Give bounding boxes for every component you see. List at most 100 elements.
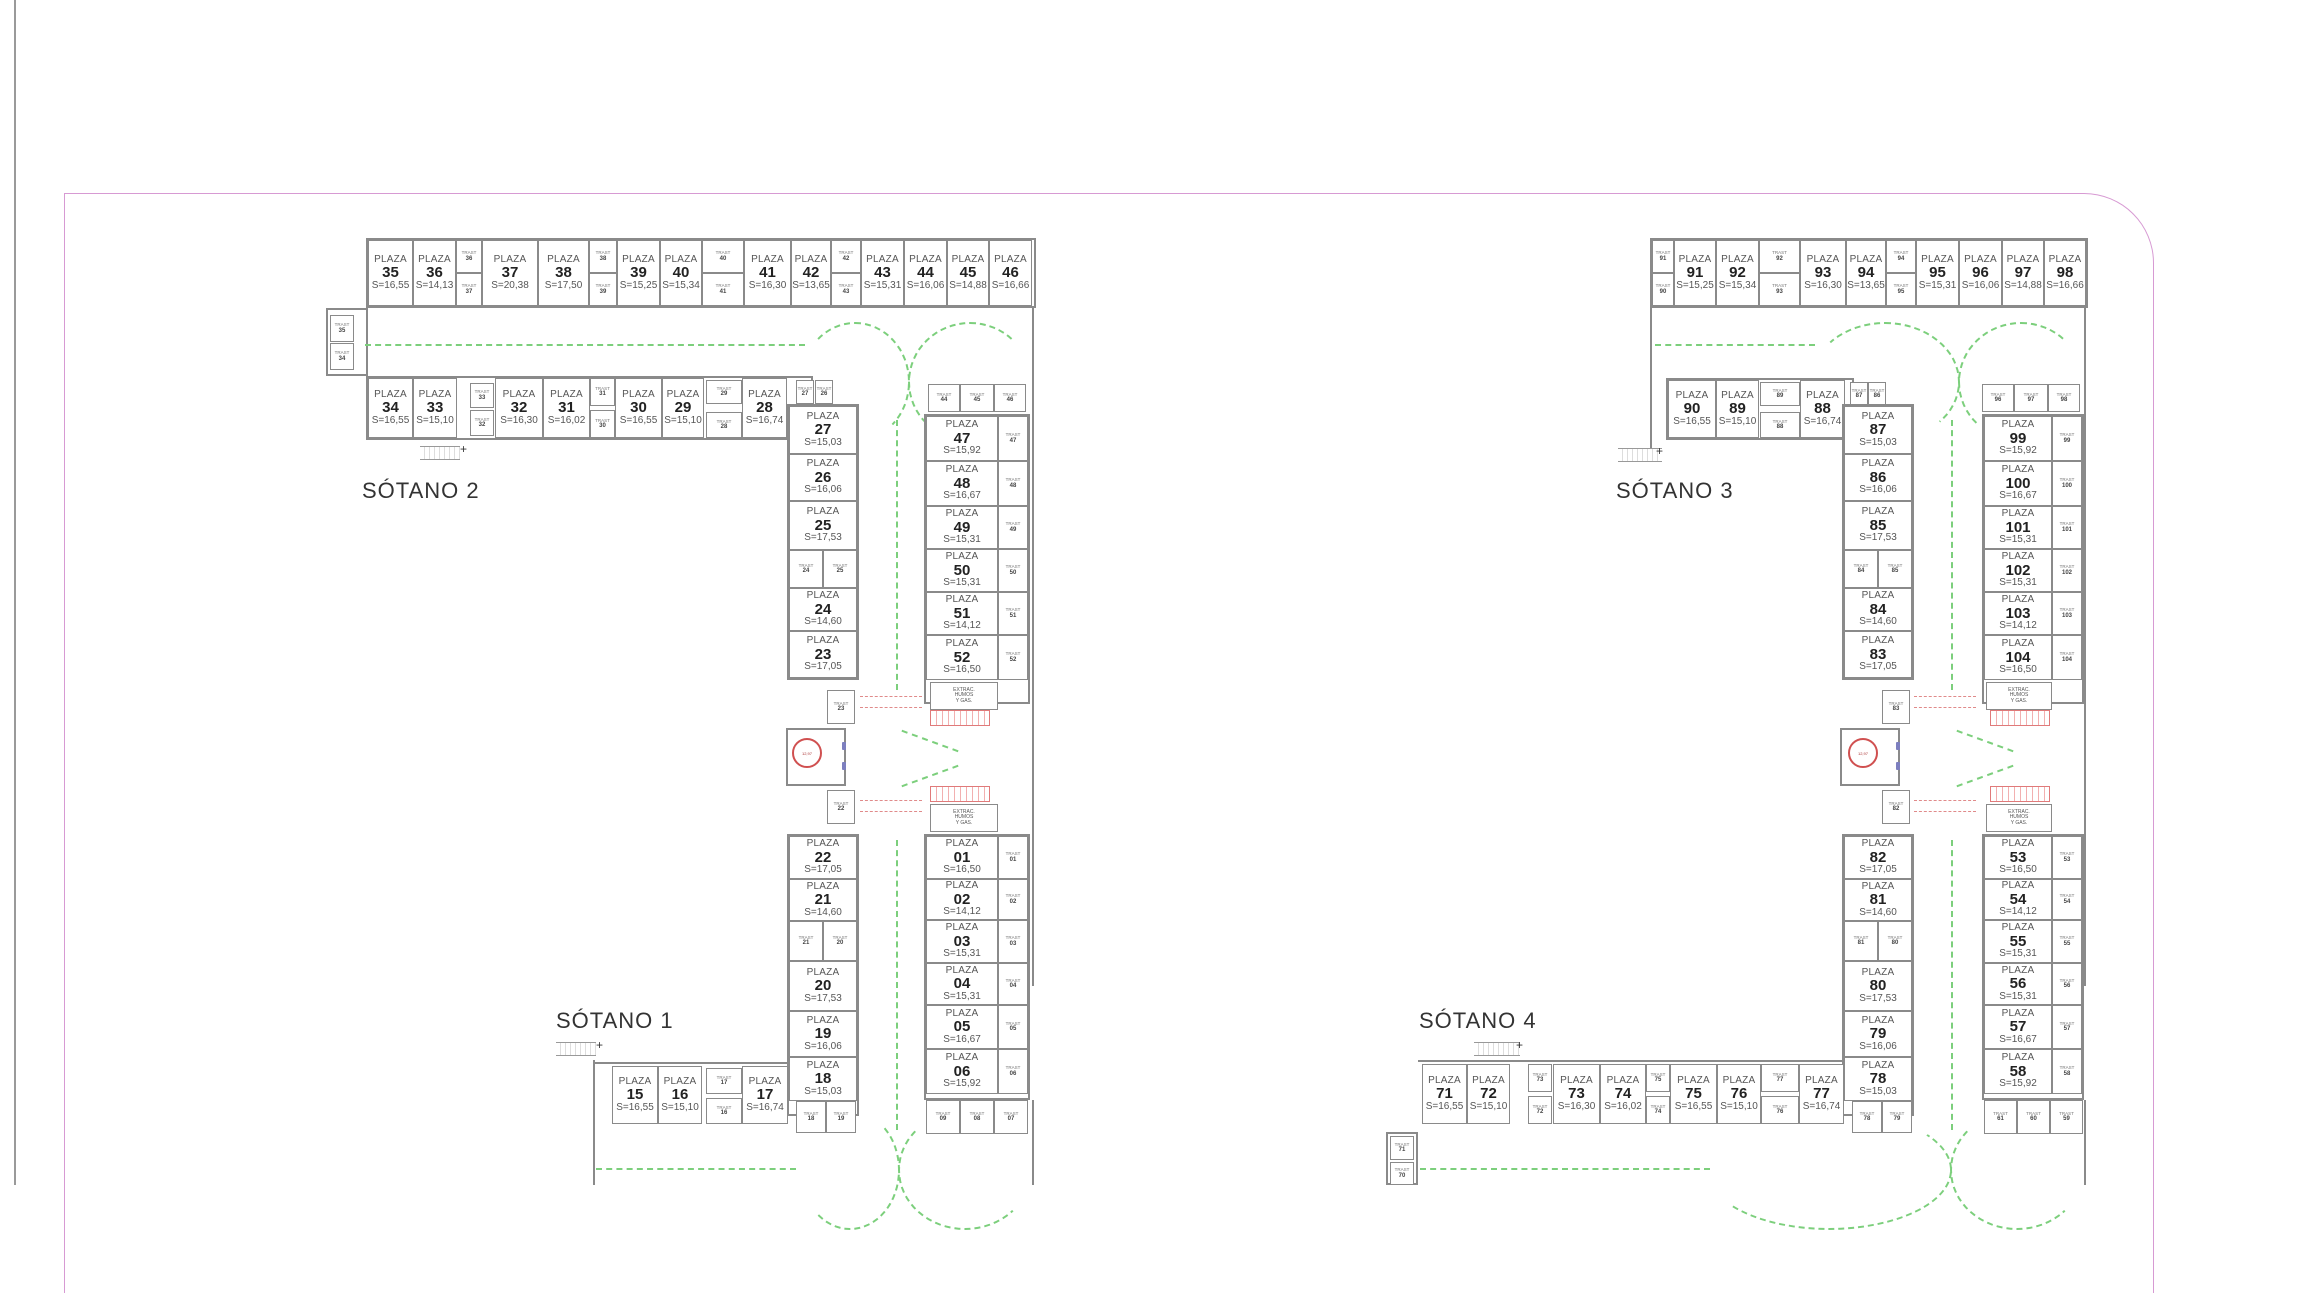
parking-space[interactable]: PLAZA30S=16,55 [615, 378, 662, 438]
parking-space[interactable]: PLAZA06S=15,92 [926, 1049, 998, 1094]
storage-room[interactable]: TRAST57 [2052, 1005, 2082, 1049]
parking-space[interactable]: PLAZA42S=13,65 [791, 240, 831, 306]
storage-room[interactable]: TRAST25 [823, 550, 857, 588]
parking-space[interactable]: PLAZA02S=14,12 [926, 879, 998, 920]
storage-room[interactable]: TRAST73 [1528, 1064, 1552, 1092]
storage-room[interactable]: TRAST04 [998, 963, 1028, 1005]
storage-room[interactable]: TRAST71 [1390, 1136, 1414, 1160]
parking-space[interactable]: PLAZA88S=16,74 [1800, 380, 1845, 438]
parking-space[interactable]: PLAZA80S=17,53 [1844, 961, 1912, 1011]
parking-space[interactable]: PLAZA46S=16,66 [989, 240, 1032, 306]
parking-space[interactable]: PLAZA78S=15,03 [1844, 1057, 1912, 1101]
parking-space[interactable]: PLAZA03S=15,31 [926, 920, 998, 963]
storage-room[interactable]: TRAST56 [2052, 963, 2082, 1005]
storage-room[interactable]: TRAST53 [2052, 836, 2082, 879]
storage-room[interactable]: TRAST103 [2052, 592, 2082, 635]
parking-space[interactable]: PLAZA81S=14,60 [1844, 879, 1912, 921]
parking-space[interactable]: PLAZA92S=15,34 [1716, 240, 1759, 306]
storage-room[interactable]: TRAST29 [706, 380, 742, 404]
storage-room[interactable]: TRAST44 [928, 384, 960, 412]
parking-space[interactable]: PLAZA56S=15,31 [1984, 963, 2052, 1005]
storage-room[interactable]: TRAST24 [789, 550, 823, 588]
parking-space[interactable]: PLAZA95S=15,31 [1916, 240, 1959, 306]
storage-room[interactable]: TRAST89 [1760, 382, 1800, 406]
storage-room[interactable]: TRAST93 [1759, 273, 1800, 306]
parking-space[interactable]: PLAZA97S=14,88 [2002, 240, 2044, 306]
storage-room[interactable]: TRAST35 [330, 315, 354, 342]
parking-space[interactable]: PLAZA24S=14,60 [789, 588, 857, 631]
parking-space[interactable]: PLAZA101S=15,31 [1984, 506, 2052, 549]
parking-space[interactable]: PLAZA28S=16,74 [742, 378, 787, 438]
parking-space[interactable]: PLAZA32S=16,30 [495, 378, 543, 438]
storage-room[interactable]: TRAST96 [1982, 384, 2014, 412]
storage-room[interactable]: TRAST81 [1844, 921, 1878, 961]
storage-room[interactable]: TRAST88 [1760, 412, 1800, 438]
parking-space[interactable]: PLAZA19S=16,06 [789, 1011, 857, 1057]
parking-space[interactable]: PLAZA57S=16,67 [1984, 1005, 2052, 1049]
parking-space[interactable]: PLAZA40S=15,34 [660, 240, 702, 306]
parking-space[interactable]: PLAZA31S=16,02 [543, 378, 590, 438]
parking-space[interactable]: PLAZA16S=15,10 [658, 1066, 702, 1124]
parking-space[interactable]: PLAZA17S=16,74 [742, 1066, 788, 1124]
parking-space[interactable]: PLAZA87S=15,03 [1844, 406, 1912, 454]
parking-space[interactable]: PLAZA86S=16,06 [1844, 454, 1912, 501]
parking-space[interactable]: PLAZA84S=14,60 [1844, 588, 1912, 631]
storage-room[interactable]: TRAST36 [456, 240, 482, 273]
parking-space[interactable]: PLAZA20S=17,53 [789, 961, 857, 1011]
parking-space[interactable]: PLAZA73S=16,30 [1553, 1064, 1600, 1124]
parking-space[interactable]: PLAZA38S=17,50 [538, 240, 589, 306]
storage-room[interactable]: TRAST91 [1652, 240, 1674, 273]
storage-room[interactable]: TRAST86 [1868, 382, 1886, 406]
parking-space[interactable]: PLAZA34S=16,55 [368, 378, 413, 438]
storage-room[interactable]: TRAST41 [702, 273, 744, 306]
storage-room[interactable]: TRAST72 [1528, 1096, 1552, 1124]
storage-room[interactable]: TRAST32 [470, 410, 494, 436]
storage-room[interactable]: TRAST20 [823, 921, 857, 961]
parking-space[interactable]: PLAZA36S=14,13 [413, 240, 456, 306]
parking-space[interactable]: PLAZA47S=15,92 [926, 416, 998, 461]
parking-space[interactable]: PLAZA27S=15,03 [789, 406, 857, 454]
storage-room[interactable]: TRAST51 [998, 592, 1028, 635]
storage-room[interactable]: TRAST98 [2048, 384, 2080, 412]
storage-room[interactable]: TRAST101 [2052, 506, 2082, 549]
storage-room[interactable]: TRAST46 [994, 384, 1026, 412]
storage-room[interactable]: TRAST90 [1652, 273, 1674, 306]
parking-space[interactable]: PLAZA33S=15,10 [413, 378, 457, 438]
parking-space[interactable]: PLAZA76S=15,10 [1717, 1064, 1761, 1124]
storage-room[interactable]: TRAST75 [1646, 1064, 1670, 1092]
storage-room[interactable]: TRAST99 [2052, 416, 2082, 461]
parking-space[interactable]: PLAZA25S=17,53 [789, 501, 857, 550]
parking-space[interactable]: PLAZA55S=15,31 [1984, 920, 2052, 963]
storage-room[interactable]: TRAST50 [998, 549, 1028, 592]
storage-room[interactable]: TRAST55 [2052, 920, 2082, 963]
parking-space[interactable]: PLAZA58S=15,92 [1984, 1049, 2052, 1094]
parking-space[interactable]: PLAZA93S=16,30 [1800, 240, 1846, 306]
storage-room[interactable]: TRAST83 [1882, 690, 1910, 724]
parking-space[interactable]: PLAZA43S=15,31 [861, 240, 904, 306]
storage-room[interactable]: TRAST05 [998, 1005, 1028, 1049]
storage-room[interactable]: TRAST39 [589, 273, 617, 306]
parking-space[interactable]: PLAZA82S=17,05 [1844, 836, 1912, 879]
storage-room[interactable]: TRAST30 [590, 410, 615, 438]
storage-room[interactable]: TRAST48 [998, 461, 1028, 506]
storage-room[interactable]: TRAST28 [706, 412, 742, 438]
parking-space[interactable]: PLAZA39S=15,25 [617, 240, 660, 306]
parking-space[interactable]: PLAZA01S=16,50 [926, 836, 998, 879]
parking-space[interactable]: PLAZA90S=16,55 [1668, 380, 1716, 438]
parking-space[interactable]: PLAZA89S=15,10 [1716, 380, 1759, 438]
parking-space[interactable]: PLAZA04S=15,31 [926, 963, 998, 1005]
parking-space[interactable]: PLAZA98S=16,66 [2044, 240, 2086, 306]
parking-space[interactable]: PLAZA50S=15,31 [926, 549, 998, 592]
storage-room[interactable]: TRAST85 [1878, 550, 1912, 588]
storage-room[interactable]: TRAST54 [2052, 879, 2082, 920]
parking-space[interactable]: PLAZA45S=14,88 [947, 240, 989, 306]
parking-space[interactable]: PLAZA41S=16,30 [744, 240, 791, 306]
storage-room[interactable]: TRAST59 [2050, 1100, 2083, 1134]
storage-room[interactable]: TRAST31 [590, 378, 615, 406]
parking-space[interactable]: PLAZA79S=16,06 [1844, 1011, 1912, 1057]
parking-space[interactable]: PLAZA54S=14,12 [1984, 879, 2052, 920]
parking-space[interactable]: PLAZA37S=20,38 [482, 240, 538, 306]
storage-room[interactable]: TRAST33 [470, 383, 494, 408]
storage-room[interactable]: TRAST80 [1878, 921, 1912, 961]
parking-space[interactable]: PLAZA103S=14,12 [1984, 592, 2052, 635]
